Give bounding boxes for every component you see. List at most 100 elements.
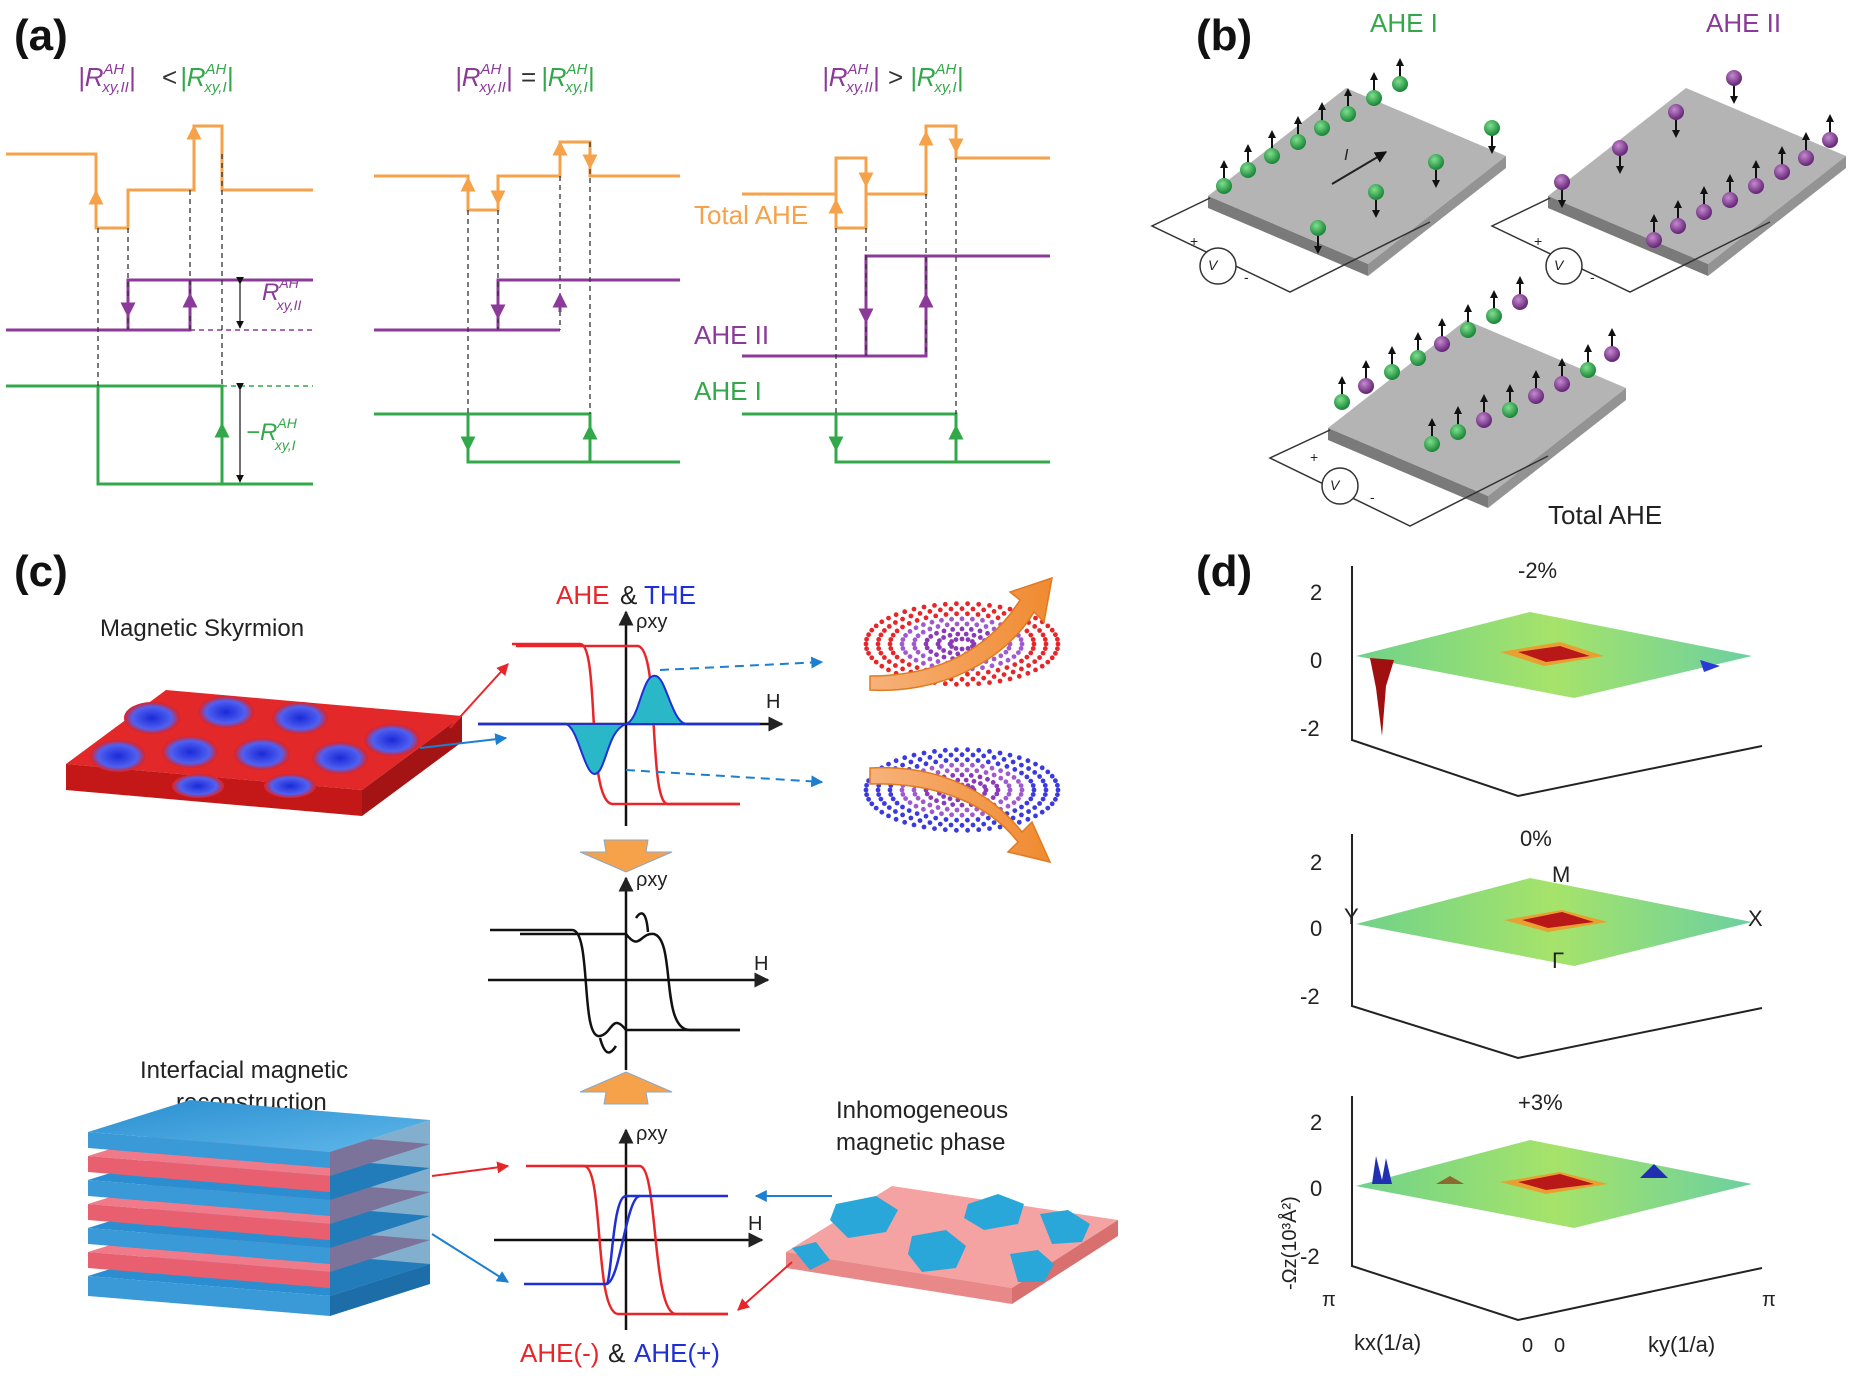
spin-dot — [927, 820, 933, 825]
h-label-3: H — [748, 1213, 762, 1235]
spin-dot — [932, 603, 937, 608]
svg-text:V: V — [1208, 257, 1219, 273]
spin-dot — [1042, 637, 1048, 642]
spin-dot — [882, 801, 887, 806]
spin-dot — [997, 678, 1003, 684]
spin-dot — [1037, 801, 1042, 806]
spin-balls — [1216, 58, 1838, 452]
h-label-2: H — [754, 953, 768, 975]
spin-dot — [924, 791, 930, 797]
spin-dot — [980, 617, 985, 623]
spin-dot — [869, 627, 875, 633]
spin-dot — [864, 782, 869, 788]
spin-dot — [1019, 658, 1024, 664]
berry-plot-0: 0% 2 0 -2 Y M X Γ — [1300, 826, 1763, 1060]
spin-dot — [950, 773, 956, 778]
spin-dot — [875, 787, 881, 793]
spin-dot — [912, 645, 918, 651]
spin-dot — [939, 617, 944, 623]
spin-dot — [1007, 676, 1013, 682]
svg-text:0: 0 — [1310, 916, 1322, 941]
spin-dot — [959, 822, 965, 828]
spin-dot — [989, 663, 995, 669]
panel-a-label: (a) — [14, 11, 68, 60]
spin-dot — [903, 650, 908, 655]
svg-text:0%: 0% — [1520, 826, 1552, 851]
spin-dot — [1045, 805, 1051, 811]
spin-dot — [939, 811, 944, 817]
spin-dot — [864, 646, 869, 652]
spin-dot — [948, 822, 954, 828]
spin-dot — [1053, 632, 1058, 638]
spin-dot — [975, 817, 981, 822]
spin-dot — [1024, 774, 1030, 780]
spin-dot — [900, 804, 905, 810]
spin-dot — [953, 646, 959, 651]
spin-dot — [900, 646, 906, 651]
spin-dot — [1019, 804, 1024, 810]
spin-dot — [917, 818, 923, 823]
spin-dot — [937, 638, 942, 643]
spin-dot — [974, 622, 980, 628]
spin-purple — [1358, 360, 1374, 394]
spin-dot — [959, 606, 965, 612]
spin-dot — [947, 632, 953, 638]
skyrmion-lattice — [66, 690, 462, 816]
spin-up-green — [1460, 304, 1476, 338]
spin-dot — [899, 641, 905, 647]
hysteresis-case-equal — [374, 140, 680, 464]
spin-dot — [929, 765, 935, 771]
spin-dot — [906, 621, 912, 626]
spin-dot — [1010, 669, 1016, 675]
spin-dot — [1005, 803, 1011, 809]
spin-dot — [998, 768, 1003, 774]
spin-dot — [985, 759, 991, 765]
spin-dot — [921, 806, 926, 812]
ahe1-label: AHE I — [694, 376, 762, 406]
spin-dot — [1042, 646, 1048, 651]
spin-dot — [1018, 783, 1024, 788]
spin-dot — [887, 641, 893, 647]
spin-dot — [959, 752, 965, 758]
spin-dot — [995, 667, 1001, 673]
spin-dot — [915, 795, 921, 801]
spin-dot — [991, 674, 997, 679]
spin-dot — [971, 632, 977, 638]
spin-purple — [1646, 214, 1662, 248]
spin-dot — [911, 752, 917, 758]
spin-dot — [1028, 796, 1034, 802]
spin-dot — [893, 620, 898, 625]
spin-dot — [968, 773, 974, 778]
spin-dot — [911, 822, 917, 828]
spin-dot — [991, 609, 997, 614]
spin-dot — [893, 612, 899, 618]
spin-dot — [985, 613, 991, 619]
spin-dot — [965, 601, 970, 607]
spin-dot — [1032, 770, 1038, 775]
spin-purple — [1512, 276, 1528, 310]
spin-dot — [954, 621, 960, 627]
spin-dot — [965, 637, 971, 642]
spin-dot — [1032, 624, 1038, 629]
spin-dot — [939, 763, 944, 769]
spin-dot — [906, 808, 912, 813]
spin-purple — [1774, 146, 1790, 180]
spin-dot — [953, 637, 959, 642]
spin-dot — [900, 792, 906, 797]
kx-label: kx(1/a) — [1354, 1330, 1421, 1355]
spin-purple — [1670, 200, 1686, 234]
spin-dot — [920, 653, 926, 659]
spin-dot — [970, 752, 976, 758]
spin-dot — [900, 637, 906, 642]
spin-dot — [907, 629, 913, 634]
spin-dot — [920, 799, 926, 805]
spin-dot — [994, 791, 1000, 797]
spin-dot — [1019, 762, 1024, 768]
svg-text:+3%: +3% — [1518, 1090, 1563, 1115]
panel-b: (b) AHE I AHE II Total AHE I V + - V + - — [1150, 8, 1846, 530]
op-greater: > — [888, 62, 903, 92]
svg-text:2: 2 — [1310, 1110, 1322, 1135]
spin-dot — [1010, 815, 1016, 821]
